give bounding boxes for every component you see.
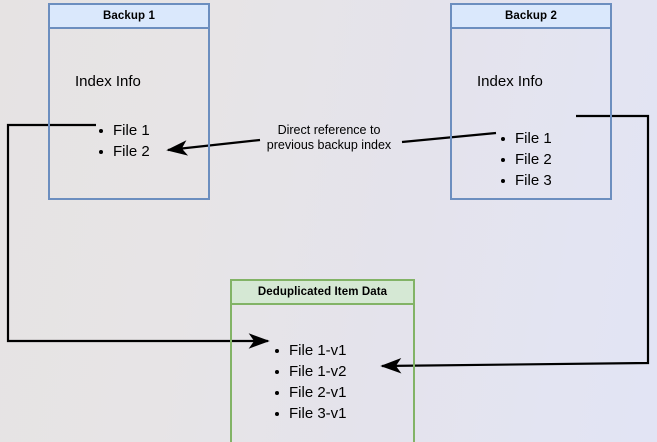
edge-label-direct-reference: Direct reference to previous backup inde… xyxy=(266,123,392,152)
node-deduplicated-item-data[interactable]: Deduplicated Item Data File 1-v1 File 1-… xyxy=(230,279,415,442)
list-item: File 1-v2 xyxy=(274,361,347,382)
backup-1-file-list: File 1 File 2 xyxy=(98,120,150,162)
list-item: File 2 xyxy=(98,141,150,162)
list-item: File 1 xyxy=(98,120,150,141)
node-deduplicated-item-data-title: Deduplicated Item Data xyxy=(232,281,413,305)
list-item: File 1-v1 xyxy=(274,340,347,361)
node-backup-1[interactable]: Backup 1 Index Info File 1 File 2 xyxy=(48,3,210,200)
list-item: File 3-v1 xyxy=(274,403,347,424)
node-backup-1-title: Backup 1 xyxy=(50,5,208,29)
dedup-file-list: File 1-v1 File 1-v2 File 2-v1 File 3-v1 xyxy=(274,340,347,424)
backup-2-file-list: File 1 File 2 File 3 xyxy=(500,128,552,191)
backup-2-index-info-label: Index Info xyxy=(477,73,543,90)
node-backup-2-title: Backup 2 xyxy=(452,5,610,29)
list-item: File 2-v1 xyxy=(274,382,347,403)
list-item: File 1 xyxy=(500,128,552,149)
node-backup-2[interactable]: Backup 2 Index Info File 1 File 2 File 3 xyxy=(450,3,612,200)
list-item: File 2 xyxy=(500,149,552,170)
list-item: File 3 xyxy=(500,170,552,191)
backup-1-index-info-label: Index Info xyxy=(75,73,141,90)
